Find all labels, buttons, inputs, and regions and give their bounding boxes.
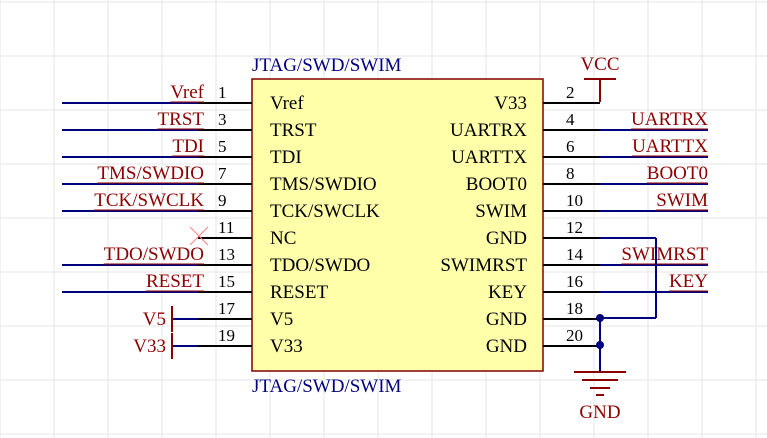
left-pin-11-name: NC [270,228,296,249]
left-pin-9-number: 9 [218,191,227,210]
right-pin-14-name: SWIMRST [440,255,527,276]
left-pin-7-number: 7 [218,164,227,183]
no-connect-mark-b [189,226,209,246]
right-pin-18-number: 18 [566,299,583,318]
right-pin-4-net-label: UARTRX [631,109,708,130]
right-pin-20-name: GND [486,336,527,357]
left-pin-5-net-label: TDI [172,136,204,157]
junction-dot-20 [596,341,604,349]
right-pin-2-number: 2 [566,83,575,102]
left-pin-1-net-label: Vref [170,82,204,103]
left-pin-1-number: 1 [218,83,227,102]
junction-dot-18 [596,314,604,322]
right-pin-group: 2V334UARTRXUARTRX6UARTTXUARTTX8BOOT0BOOT… [440,83,708,357]
right-pin-4-number: 4 [566,110,575,129]
right-pin-10-number: 10 [566,191,583,210]
right-pin-20-number: 20 [566,326,583,345]
gnd-label: GND [579,402,620,423]
left-power-ports: V5 V33 [133,306,173,359]
right-pin-6-net-label: UARTTX [632,136,708,157]
left-pin-11-number: 11 [218,218,234,237]
right-pin-12-number: 12 [566,218,583,237]
left-pin-17-name: V5 [270,309,293,330]
left-pin-7-name: TMS/SWDIO [270,174,377,195]
right-pin-10-net-label: SWIM [656,190,708,211]
left-pin-5-name: TDI [270,147,302,168]
left-pin-3-number: 3 [218,110,227,129]
left-pin-9-net-label: TCK/SWCLK [94,190,204,211]
gnd-power-port: GND [574,238,657,423]
right-pin-14-number: 14 [566,245,584,264]
v5-port-label: V5 [143,309,166,330]
left-pin-13-net-label: TDO/SWDO [104,244,204,265]
left-pin-13-name: TDO/SWDO [270,255,370,276]
component-comment: JTAG/SWD/SWIM [252,376,402,397]
right-pin-12-name: GND [486,228,527,249]
left-pin-15-name: RESET [270,282,328,303]
right-pin-6-number: 6 [566,137,575,156]
vcc-label: VCC [580,54,619,75]
right-pin-10-name: SWIM [475,201,527,222]
right-pin-2-name: V33 [494,93,527,114]
left-pin-7-net-label: TMS/SWDIO [97,163,204,184]
left-pin-19-name: V33 [270,336,303,357]
right-pin-8-number: 8 [566,164,575,183]
right-pin-8-name: BOOT0 [466,174,527,195]
left-pin-15-net-label: RESET [146,271,204,292]
right-pin-4-name: UARTRX [450,120,527,141]
left-pin-19-number: 19 [218,326,235,345]
component-body[interactable] [251,78,544,372]
left-pin-17-number: 17 [218,299,236,318]
right-pin-16-net-label: KEY [669,271,708,292]
right-pin-6-name: UARTTX [451,147,527,168]
left-pin-5-number: 5 [218,137,227,156]
left-pin-3-net-label: TRST [158,109,205,130]
v33-port-label: V33 [133,336,166,357]
left-pin-13-number: 13 [218,245,235,264]
left-pin-9-name: TCK/SWCLK [270,201,380,222]
right-pin-8-net-label: BOOT0 [647,163,708,184]
right-pin-16-number: 16 [566,272,583,291]
vcc-power-port: VCC [580,54,620,102]
left-pin-group: 1VrefVref3TRSTTRST5TDITDI7TMS/SWDIOTMS/S… [62,82,380,357]
component-designator: JTAG/SWD/SWIM [252,55,402,76]
left-pin-3-name: TRST [270,120,317,141]
left-pin-15-number: 15 [218,272,235,291]
left-pin-1-name: Vref [270,93,304,114]
right-pin-14-net-label: SWIMRST [621,244,708,265]
right-pin-16-name: KEY [488,282,527,303]
right-pin-18-name: GND [486,309,527,330]
